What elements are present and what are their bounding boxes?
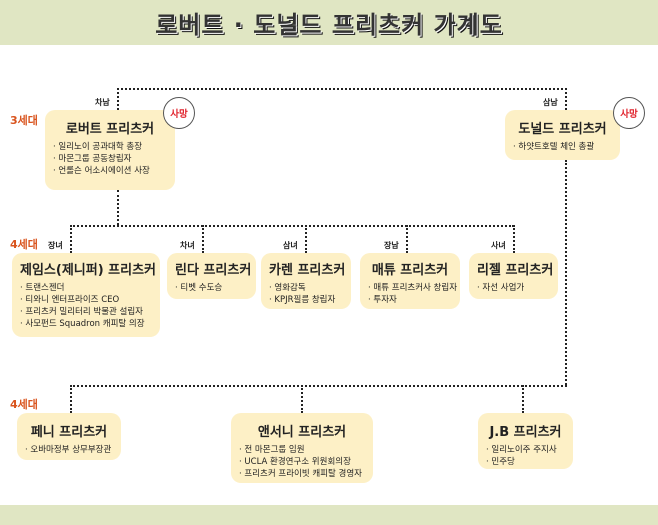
role: 오바마정부 상무부장관 bbox=[25, 444, 113, 456]
person-name: 로버트 프리츠커 bbox=[65, 122, 155, 137]
role: 전 마몬그룹 임원 bbox=[239, 444, 365, 456]
person-card: 리젤 프리츠커 자선 사업가 bbox=[469, 253, 558, 299]
page-title: 로버트 · 도널드 프리츠커 가계도 bbox=[155, 11, 503, 39]
connector-line bbox=[202, 225, 204, 253]
header: 로버트 · 도널드 프리츠커 가계도 bbox=[0, 0, 658, 45]
footer-band bbox=[0, 505, 658, 525]
person-name: 도널드 프리츠커 bbox=[518, 122, 607, 137]
deceased-badge: 사망 bbox=[613, 97, 645, 129]
role: 프리츠커 프라이빗 캐피탈 경영자 bbox=[239, 468, 365, 480]
person-card: 앤서니 프리츠커 전 마몬그룹 임원UCLA 환경연구소 위원회의장프리츠커 프… bbox=[231, 413, 373, 483]
connector-line bbox=[301, 385, 303, 413]
person-name: 매튜 프리츠커 bbox=[371, 263, 449, 278]
deceased-badge: 사망 bbox=[163, 97, 195, 129]
person-card: 페니 프리츠커 오바마정부 상무부장관 bbox=[17, 413, 121, 460]
role: 영화감독 bbox=[269, 282, 343, 294]
role: 자선 사업가 bbox=[477, 282, 550, 294]
role: KPJR필름 창립자 bbox=[269, 294, 343, 306]
person-name: J.B 프리츠커 bbox=[489, 425, 562, 440]
person-name: 리젤 프리츠커 bbox=[477, 263, 554, 278]
connector-line bbox=[117, 190, 119, 225]
person-card: 제임스(제니퍼) 프리츠커 트랜스젠더티와니 엔터프라이즈 CEO프리츠커 밀리… bbox=[12, 253, 160, 337]
role: 프리츠커 밀리터리 박물관 설립자 bbox=[20, 306, 152, 318]
relation-label: 차남 bbox=[95, 98, 110, 107]
person-name: 앤서니 프리츠커 bbox=[257, 425, 347, 440]
person-card-robert: 로버트 프리츠커 일리노이 공과대학 총장마몬그룹 공동창립자언롤슨 어소시에이… bbox=[45, 110, 175, 190]
connector-line bbox=[305, 225, 307, 253]
relation-label: 사녀 bbox=[491, 241, 506, 250]
connector-line bbox=[70, 385, 567, 387]
connector-line bbox=[70, 225, 514, 227]
relation-label: 장남 bbox=[384, 241, 399, 250]
role: 트랜스젠더 bbox=[20, 282, 152, 294]
connector-line bbox=[513, 225, 515, 253]
generation-label: 3세대 bbox=[10, 114, 38, 127]
connector-line bbox=[117, 88, 567, 90]
relation-label: 장녀 bbox=[48, 241, 63, 250]
person-name: 카렌 프리츠커 bbox=[269, 263, 346, 278]
connector-line bbox=[406, 225, 408, 253]
connector-line bbox=[565, 88, 567, 110]
connector-line bbox=[565, 160, 567, 385]
role: UCLA 환경연구소 위원회의장 bbox=[239, 456, 365, 468]
connector-line bbox=[70, 225, 72, 253]
role: 민주당 bbox=[486, 456, 565, 468]
role: 일리노이 공과대학 총장 bbox=[53, 141, 167, 153]
role: 마몬그룹 공동창립자 bbox=[53, 153, 167, 165]
generation-label: 4세대 bbox=[10, 398, 38, 411]
person-name: 페니 프리츠커 bbox=[30, 425, 108, 440]
person-card-donald: 도널드 프리츠커 하얏트호텔 체인 총괄 bbox=[505, 110, 620, 160]
relation-label: 차녀 bbox=[180, 241, 195, 250]
role: 티벳 수도승 bbox=[175, 282, 248, 294]
person-card: 카렌 프리츠커 영화감독KPJR필름 창립자 bbox=[261, 253, 351, 309]
role: 사모펀드 Squadron 캐피탈 의장 bbox=[20, 318, 152, 330]
person-card: 린다 프리츠커 티벳 수도승 bbox=[167, 253, 256, 299]
role: 일리노이주 주지사 bbox=[486, 444, 565, 456]
connector-line bbox=[70, 385, 72, 413]
person-name: 린다 프리츠커 bbox=[175, 263, 252, 278]
connector-line bbox=[117, 88, 119, 110]
person-name: 제임스(제니퍼) 프리츠커 bbox=[20, 263, 157, 278]
connector-line bbox=[522, 385, 524, 413]
role: 티와니 엔터프라이즈 CEO bbox=[20, 294, 152, 306]
person-card: 매튜 프리츠커 매튜 프리츠커사 창립자투자자 bbox=[360, 253, 460, 309]
person-card: J.B 프리츠커 일리노이주 주지사민주당 bbox=[478, 413, 573, 469]
relation-label: 삼녀 bbox=[283, 241, 298, 250]
role: 투자자 bbox=[368, 294, 452, 306]
relation-label: 삼남 bbox=[543, 98, 558, 107]
role: 매튜 프리츠커사 창립자 bbox=[368, 282, 457, 294]
role: 언롤슨 어소시에이션 사장 bbox=[53, 165, 167, 177]
role: 하얏트호텔 체인 총괄 bbox=[513, 141, 612, 153]
generation-label: 4세대 bbox=[10, 238, 38, 251]
